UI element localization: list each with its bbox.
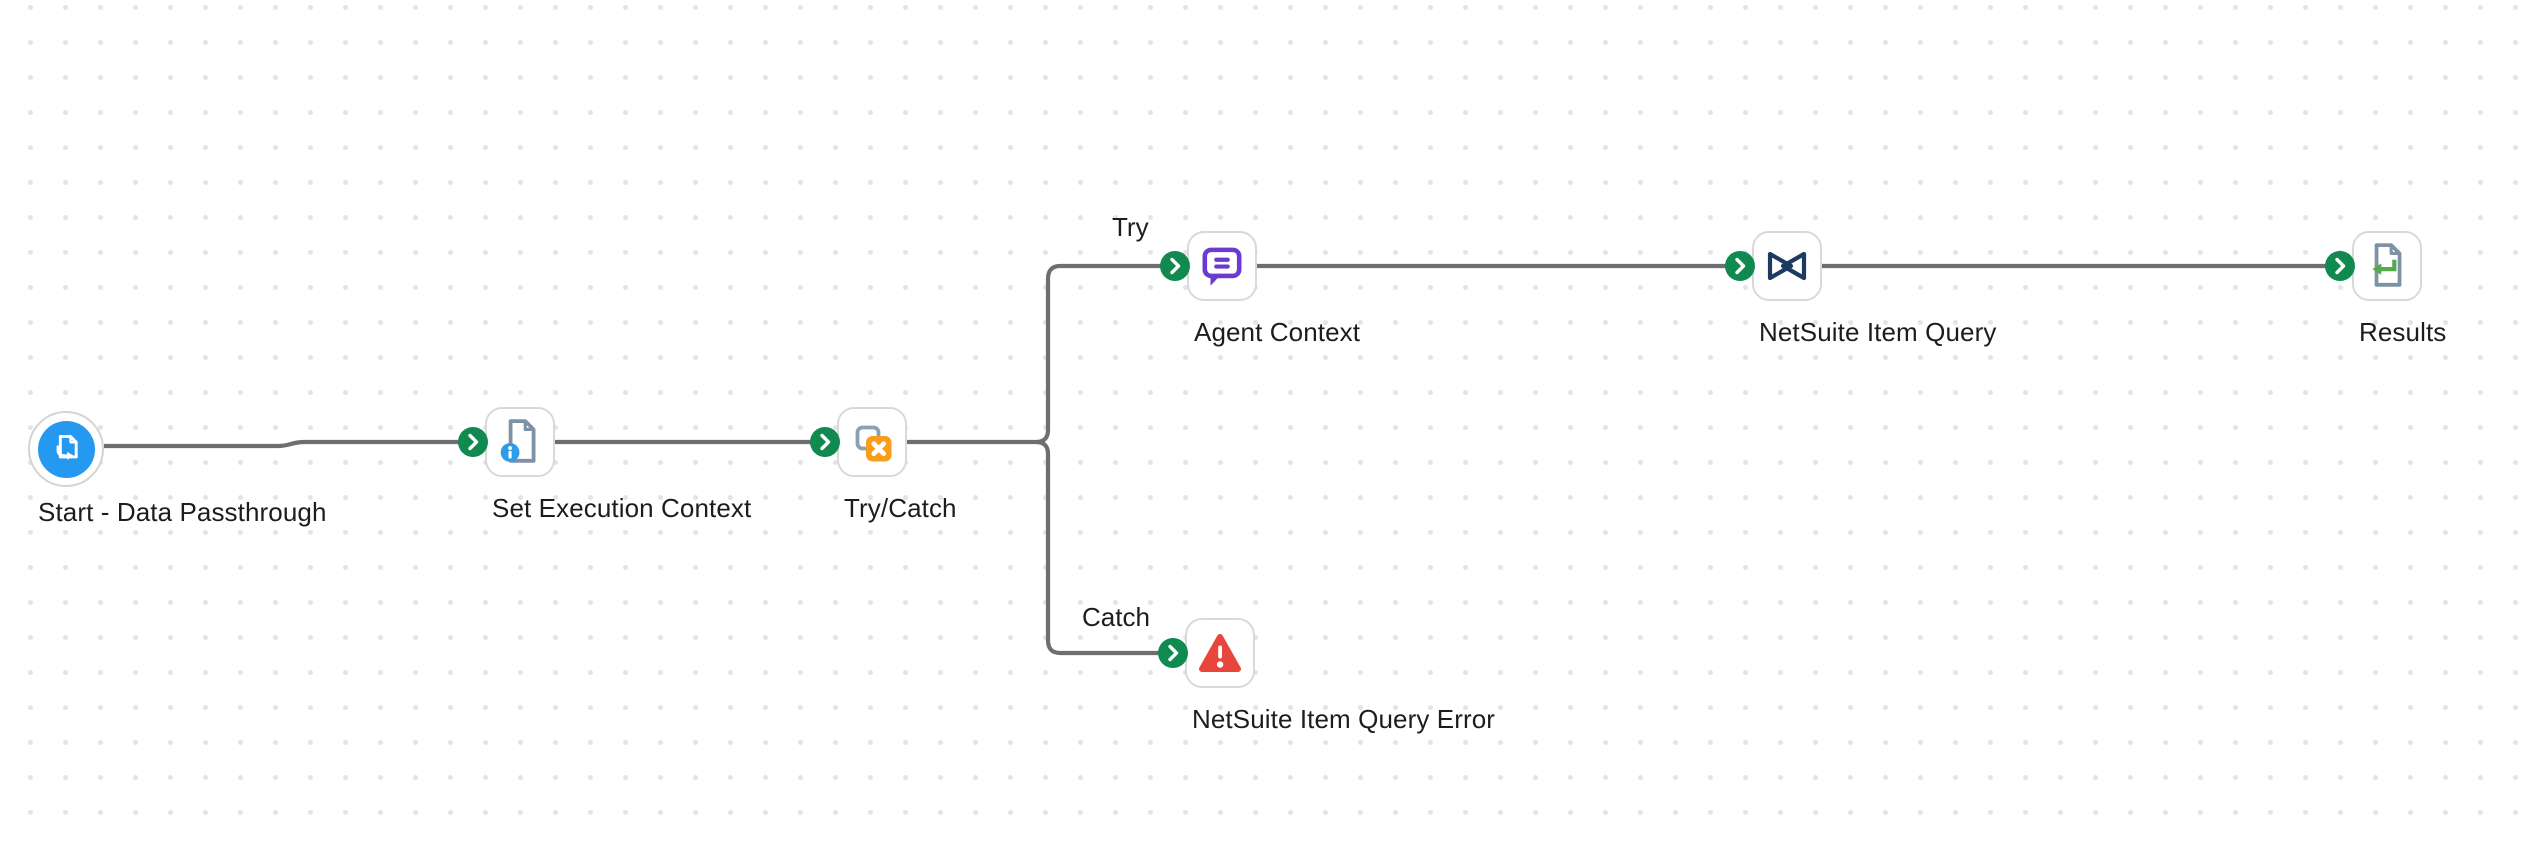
node-label: Agent Context	[1194, 317, 1361, 347]
chat-bubble-icon	[1202, 247, 1242, 286]
node-label: NetSuite Item Query	[1759, 317, 1997, 347]
error-warning-icon	[1199, 634, 1241, 672]
branch-label-catch: Catch	[1082, 602, 1150, 632]
node-box[interactable]	[485, 407, 555, 477]
chevron-right-icon	[1168, 644, 1179, 662]
data-passthrough-icon	[37, 420, 95, 478]
input-port[interactable]	[2325, 251, 2355, 281]
node-label: Start - Data Passthrough	[38, 497, 327, 527]
branch-label-try: Try	[1112, 212, 1149, 242]
node-netsuite-item-query-error[interactable]: NetSuite Item Query Error	[1158, 618, 1495, 734]
node-agent-context[interactable]: Agent Context	[1160, 231, 1360, 347]
chevron-right-icon	[2335, 257, 2346, 275]
netsuite-bowtie-icon	[1767, 251, 1807, 281]
input-port[interactable]	[1160, 251, 1190, 281]
node-try-catch[interactable]: Try/Catch	[810, 407, 957, 523]
input-port[interactable]	[810, 427, 840, 457]
input-port[interactable]	[458, 427, 488, 457]
chevron-right-icon	[468, 433, 479, 451]
node-start-data-passthrough[interactable]: Start - Data Passthrough	[28, 411, 326, 527]
node-box[interactable]	[837, 407, 907, 477]
node-box[interactable]	[1187, 231, 1257, 301]
try-catch-icon	[855, 425, 892, 462]
node-label: Try/Catch	[844, 493, 957, 523]
chevron-right-icon	[1735, 257, 1746, 275]
node-set-execution-context[interactable]: Set Execution Context	[458, 407, 751, 523]
node-results[interactable]: Results	[2325, 231, 2446, 347]
document-info-icon	[500, 419, 536, 463]
node-box[interactable]	[28, 411, 104, 487]
connector-catch-branch	[1035, 439, 1176, 656]
node-label: Results	[2359, 317, 2447, 347]
node-netsuite-item-query[interactable]: NetSuite Item Query	[1725, 231, 1996, 347]
connector-try-branch	[1035, 263, 2340, 445]
node-label: NetSuite Item Query Error	[1192, 704, 1496, 734]
node-label: Set Execution Context	[492, 493, 752, 523]
node-box[interactable]	[1752, 231, 1822, 301]
node-box[interactable]	[2352, 231, 2422, 301]
data-passthrough-glyph	[56, 435, 78, 460]
connector-main	[104, 439, 1036, 449]
node-box[interactable]	[1185, 618, 1255, 688]
document-return-icon	[2372, 243, 2402, 287]
input-port[interactable]	[1725, 251, 1755, 281]
input-port[interactable]	[1158, 638, 1188, 668]
chevron-right-icon	[820, 433, 831, 451]
chevron-right-icon	[1170, 257, 1181, 275]
